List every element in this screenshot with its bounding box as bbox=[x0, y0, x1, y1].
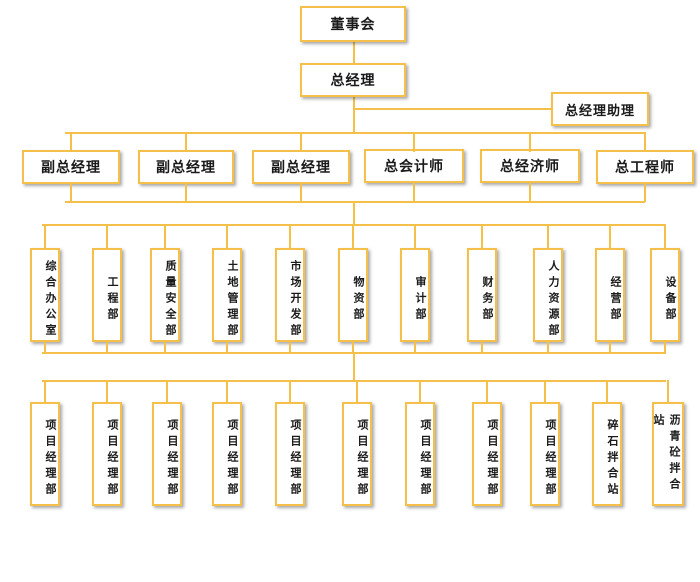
connector-department-7 bbox=[481, 224, 483, 250]
department-box-7: 财务部 bbox=[467, 248, 497, 342]
connector-unit-3 bbox=[226, 380, 228, 404]
department-box-5: 物资部 bbox=[338, 248, 368, 342]
connector-department-bottom-2 bbox=[164, 340, 166, 353]
connector-department-bottom-0 bbox=[44, 340, 46, 353]
connector-department-8 bbox=[547, 224, 549, 250]
connector-executive-bottom-1 bbox=[185, 182, 187, 202]
connector-executive-bottom-4 bbox=[529, 182, 531, 202]
connector-board-gm bbox=[353, 40, 355, 64]
connector-department-bottom-4 bbox=[289, 340, 291, 353]
connector-unit-9 bbox=[606, 380, 608, 404]
department-box-0: 综合办公室 bbox=[30, 248, 60, 342]
unit-box-4: 项目经理部 bbox=[275, 402, 305, 506]
connector-department-bottom-1 bbox=[106, 340, 108, 353]
connector-executive-0 bbox=[70, 132, 72, 152]
connector-level2-top-bar bbox=[65, 132, 645, 134]
connector-to-units bbox=[353, 354, 355, 380]
executive-box-4: 总经济师 bbox=[480, 149, 580, 183]
connector-department-9 bbox=[609, 224, 611, 250]
unit-box-8: 项目经理部 bbox=[530, 402, 560, 506]
unit-box-3: 项目经理部 bbox=[212, 402, 242, 506]
department-box-1: 工程部 bbox=[92, 248, 122, 342]
unit-box-9: 碎石拌合站 bbox=[592, 402, 622, 506]
connector-department-0 bbox=[44, 224, 46, 250]
unit-box-10: 沥青砼拌合站 bbox=[652, 402, 684, 506]
connector-department-bottom-3 bbox=[226, 340, 228, 353]
connector-department-5 bbox=[352, 224, 354, 250]
connector-unit-5 bbox=[356, 380, 358, 404]
unit-box-7: 项目经理部 bbox=[472, 402, 502, 506]
connector-department-10 bbox=[664, 224, 666, 250]
connector-unit-1 bbox=[106, 380, 108, 404]
connector-to-departments bbox=[353, 203, 355, 225]
connector-unit-2 bbox=[166, 380, 168, 404]
department-box-4: 市场开发部 bbox=[275, 248, 305, 342]
connector-executive-bottom-2 bbox=[300, 182, 302, 202]
connector-department-bottom-9 bbox=[609, 340, 611, 353]
connector-department-1 bbox=[106, 224, 108, 250]
connector-gm-trunk bbox=[353, 95, 355, 133]
connector-executive-bottom-5 bbox=[644, 182, 646, 202]
department-box-9: 经营部 bbox=[595, 248, 625, 342]
executive-box-0: 副总经理 bbox=[22, 150, 120, 184]
unit-box-2: 项目经理部 bbox=[152, 402, 182, 506]
department-box-10: 设备部 bbox=[650, 248, 680, 342]
connector-unit-6 bbox=[419, 380, 421, 404]
connector-department-bottom-7 bbox=[481, 340, 483, 353]
executive-box-5: 总工程师 bbox=[596, 150, 694, 184]
executive-box-1: 副总经理 bbox=[138, 150, 234, 184]
connector-department-bottom-8 bbox=[547, 340, 549, 353]
connector-assistant bbox=[353, 108, 551, 110]
department-box-2: 质量安全部 bbox=[150, 248, 180, 342]
connector-executive-2 bbox=[300, 132, 302, 152]
department-box-8: 人力资源部 bbox=[533, 248, 563, 342]
department-box-3: 土地管理部 bbox=[212, 248, 242, 342]
connector-executive-1 bbox=[185, 132, 187, 152]
general-manager-box: 总经理 bbox=[300, 63, 406, 97]
connector-unit-8 bbox=[544, 380, 546, 404]
connector-executive-5 bbox=[644, 132, 646, 152]
connector-department-bottom-6 bbox=[414, 340, 416, 353]
unit-box-6: 项目经理部 bbox=[405, 402, 435, 506]
connector-unit-0 bbox=[44, 380, 46, 404]
connector-department-4 bbox=[289, 224, 291, 250]
connector-units-top-bar bbox=[42, 380, 666, 382]
connector-executive-bottom-3 bbox=[413, 182, 415, 202]
connector-departments-bottom-bar bbox=[42, 352, 666, 354]
executive-box-3: 总会计师 bbox=[364, 149, 464, 183]
connector-unit-7 bbox=[486, 380, 488, 404]
connector-executive-bottom-0 bbox=[70, 182, 72, 202]
connector-department-2 bbox=[164, 224, 166, 250]
connector-unit-10 bbox=[667, 380, 669, 404]
department-box-6: 审计部 bbox=[400, 248, 430, 342]
unit-box-0: 项目经理部 bbox=[30, 402, 60, 506]
unit-box-5: 项目经理部 bbox=[342, 402, 372, 506]
connector-executive-3 bbox=[413, 132, 415, 152]
connector-level2-bottom-bar bbox=[65, 201, 645, 203]
assistant-general-manager-box: 总经理助理 bbox=[551, 92, 649, 126]
connector-department-6 bbox=[414, 224, 416, 250]
unit-box-1: 项目经理部 bbox=[92, 402, 122, 506]
connector-departments-top-bar bbox=[42, 224, 666, 226]
connector-executive-4 bbox=[529, 132, 531, 152]
board-box: 董事会 bbox=[300, 6, 406, 42]
connector-department-bottom-10 bbox=[664, 340, 666, 353]
connector-department-bottom-5 bbox=[352, 340, 354, 353]
connector-department-3 bbox=[226, 224, 228, 250]
connector-unit-4 bbox=[289, 380, 291, 404]
executive-box-2: 副总经理 bbox=[252, 150, 350, 184]
